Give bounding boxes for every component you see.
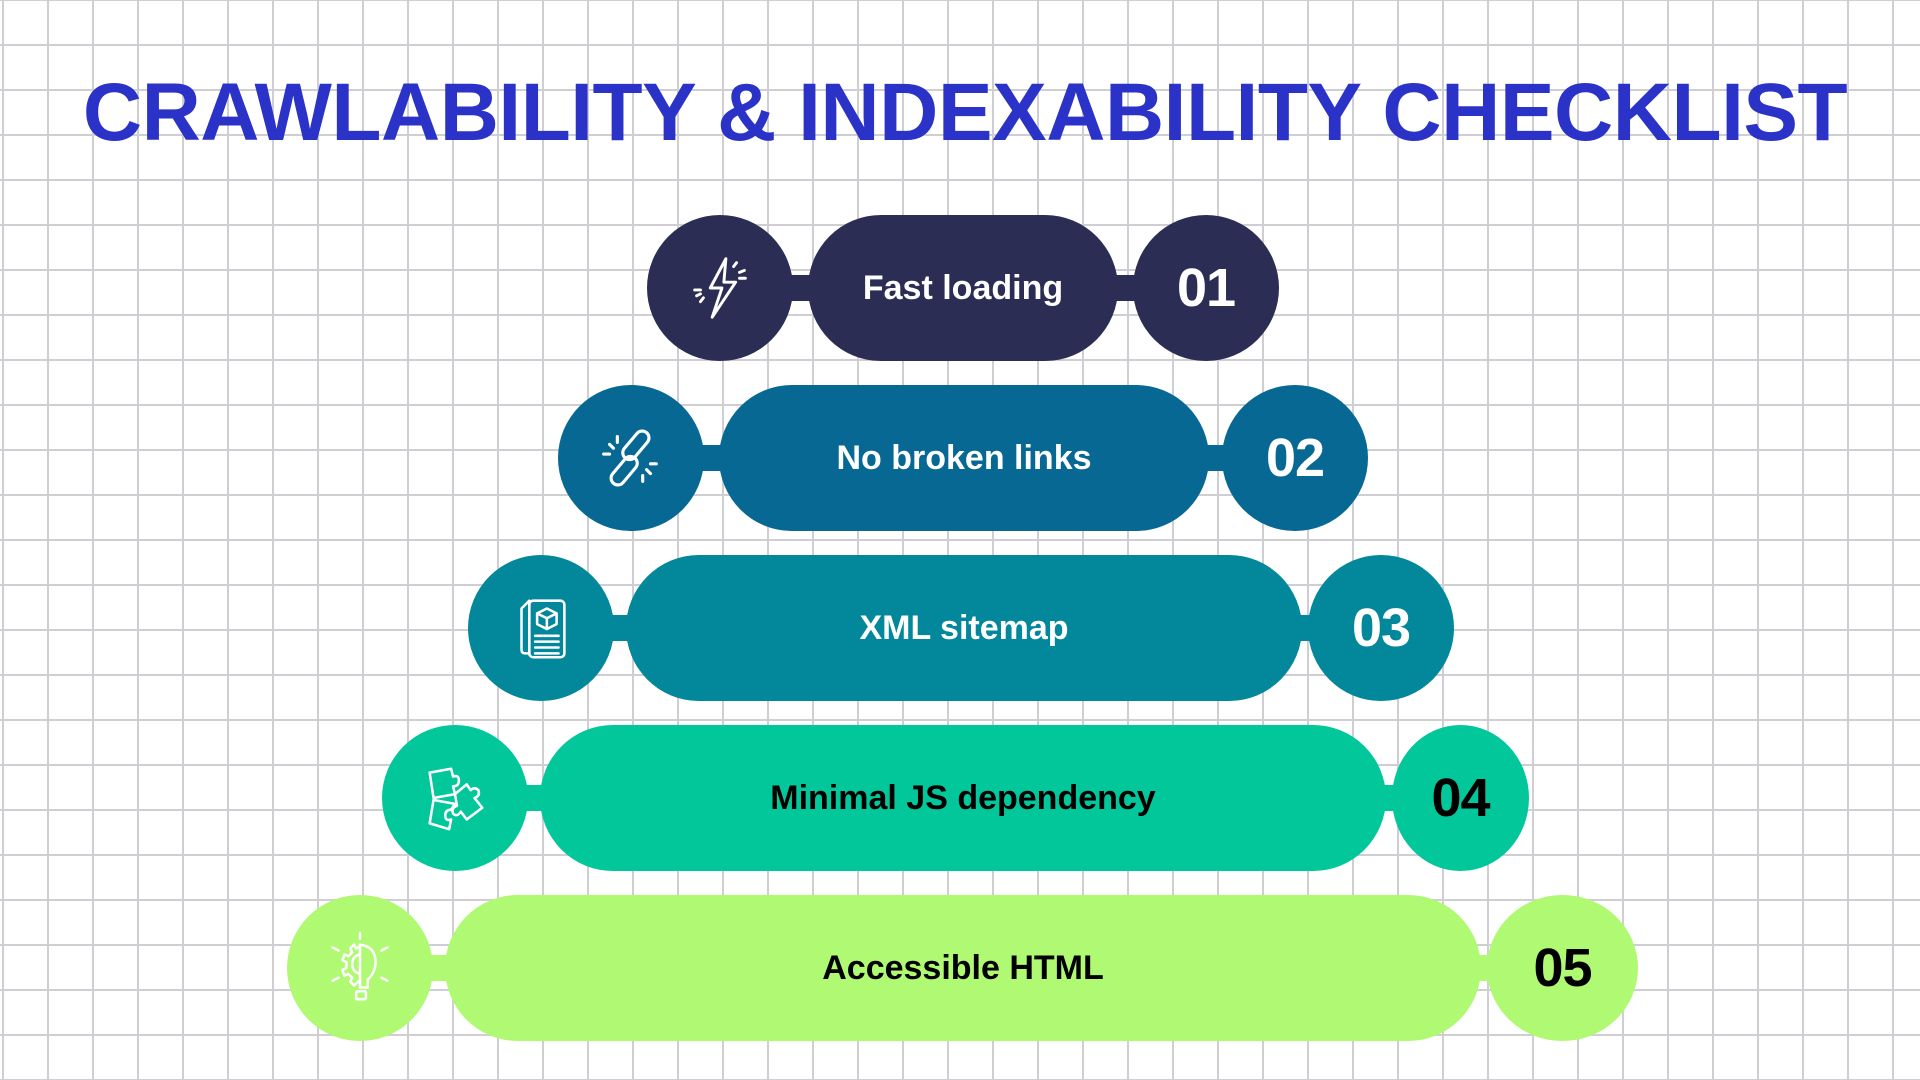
item-label: Accessible HTML: [445, 895, 1481, 1041]
item-number-badge: 05: [1487, 895, 1638, 1041]
item-number-badge: 04: [1392, 725, 1529, 871]
page-title: CRAWLABILITY & INDEXABILITY CHECKLIST: [82, 67, 1848, 158]
lightning-bolt-icon: [647, 215, 793, 361]
item-number-badge: 01: [1133, 215, 1279, 361]
document-package-icon: [468, 555, 614, 701]
puzzle-pieces-icon: [382, 725, 528, 871]
item-label: Minimal JS dependency: [540, 725, 1386, 871]
item-number: 04: [1431, 768, 1490, 828]
checklist-item-2: No broken links 02: [558, 385, 1368, 531]
item-number: 05: [1533, 938, 1592, 998]
broken-chain-link-icon: [558, 385, 704, 531]
checklist-item-4: Minimal JS dependency 04: [382, 725, 1529, 871]
item-label: No broken links: [719, 385, 1209, 531]
item-number-badge: 03: [1308, 555, 1454, 701]
checklist-item-1: Fast loading 01: [647, 215, 1279, 361]
item-number: 01: [1176, 258, 1236, 318]
lightbulb-gear-icon: [287, 895, 433, 1041]
item-number: 03: [1351, 598, 1411, 658]
item-label: Fast loading: [808, 215, 1118, 361]
item-label: XML sitemap: [626, 555, 1302, 701]
checklist-item-5: Accessible HTML 05: [287, 895, 1638, 1041]
item-number: 02: [1265, 428, 1325, 488]
checklist-item-3: XML sitemap 03: [468, 555, 1454, 701]
item-number-badge: 02: [1222, 385, 1368, 531]
